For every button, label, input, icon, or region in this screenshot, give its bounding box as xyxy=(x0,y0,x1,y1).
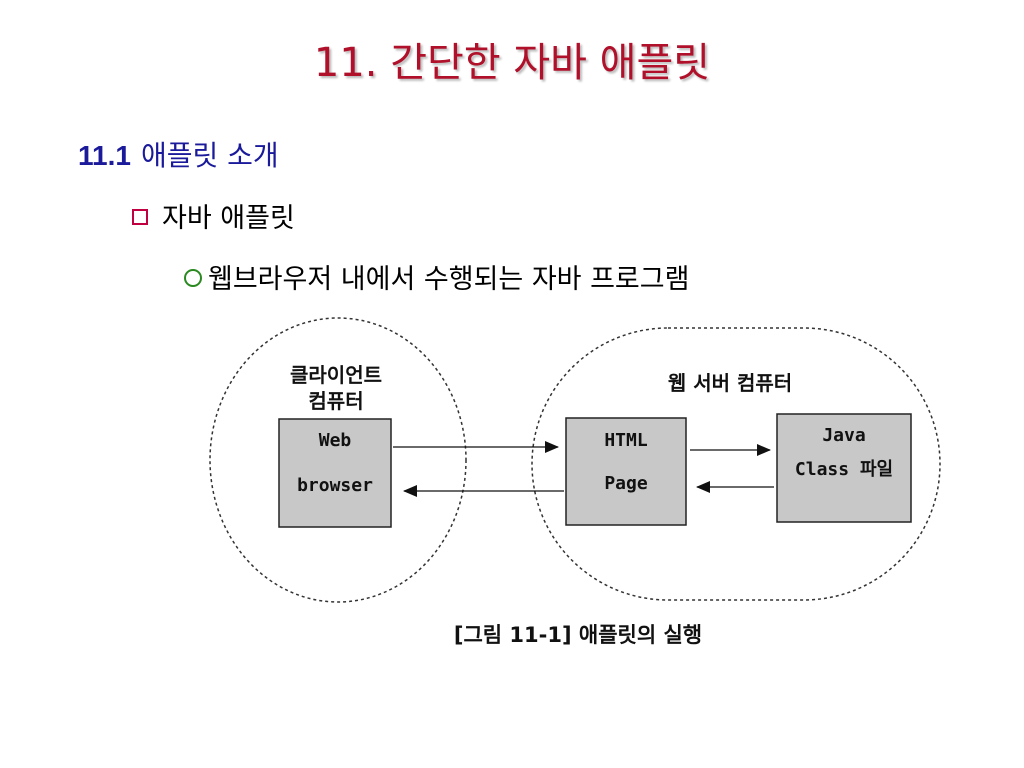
html-page-line2: Page xyxy=(604,473,648,494)
java-class-line1: Java xyxy=(822,425,865,446)
section-label: 애플릿 소개 xyxy=(140,139,279,172)
html-page-box xyxy=(565,417,687,526)
java-class-box xyxy=(776,413,912,523)
applet-diagram: 클라이언트 컴퓨터 웹 서버 컴퓨터 Web browser HTML Page… xyxy=(209,317,941,647)
web-browser-line2: browser xyxy=(297,475,373,496)
web-browser-box xyxy=(278,418,392,528)
slide-title: 11. 간단한 자바 애플릿 xyxy=(313,40,711,86)
bullet-level1: 자바 애플릿 xyxy=(132,196,295,235)
client-label-line2: 컴퓨터 xyxy=(308,389,363,413)
section-number: 11.1 xyxy=(78,140,131,171)
java-class-line2: Class 파일 xyxy=(795,459,893,480)
client-boundary xyxy=(209,317,467,603)
server-boundary xyxy=(531,327,941,601)
web-browser-line1: Web xyxy=(319,430,352,451)
square-bullet-icon xyxy=(132,208,148,225)
bullet-level2-text: 웹브라우저 내에서 수행되는 자바 프로그램 xyxy=(208,264,690,295)
bullet-level2: 웹브라우저 내에서 수행되는 자바 프로그램 xyxy=(184,257,689,296)
server-label: 웹 서버 컴퓨터 xyxy=(668,371,792,395)
bullet-level1-text: 자바 애플릿 xyxy=(162,203,295,234)
client-label-line1: 클라이언트 xyxy=(290,363,382,387)
html-page-line1: HTML xyxy=(604,430,648,451)
figure-caption: [그림 11-1] 애플릿의 실행 xyxy=(454,623,702,647)
section-heading: 11.1 애플릿 소개 xyxy=(78,134,279,174)
circle-bullet-icon xyxy=(184,268,202,287)
